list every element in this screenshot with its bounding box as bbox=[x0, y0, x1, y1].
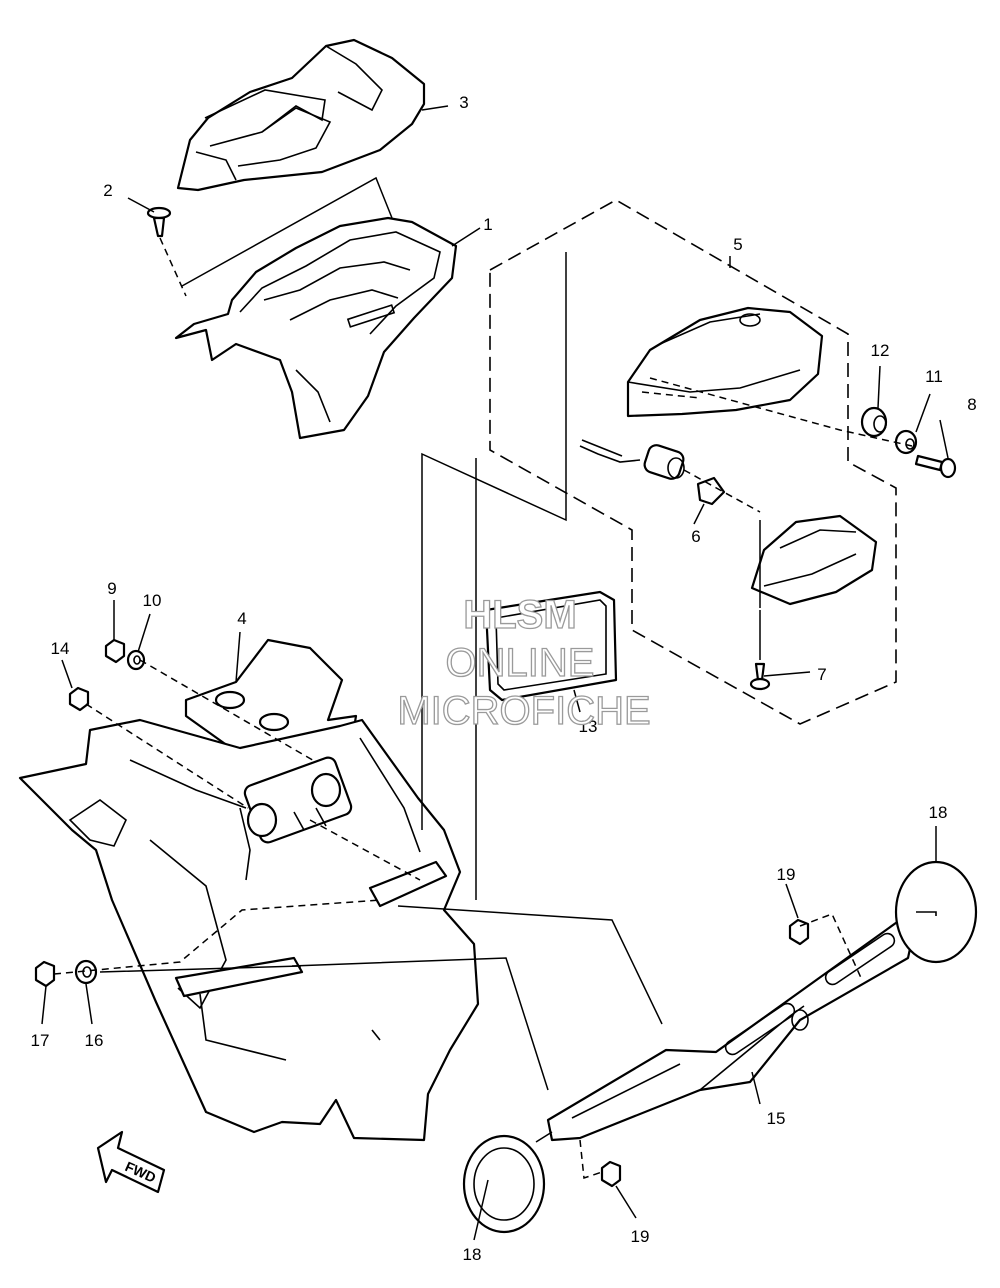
callout-19-left: 19 bbox=[631, 1227, 650, 1246]
part-2-screw bbox=[146, 206, 172, 238]
callout-13: 13 bbox=[579, 717, 598, 736]
part-19-nut-left bbox=[600, 1160, 622, 1188]
callout-3: 3 bbox=[459, 93, 468, 112]
callout-11: 11 bbox=[925, 367, 943, 386]
part-3-cover bbox=[176, 38, 426, 192]
part-18-reflector-left bbox=[462, 1134, 546, 1234]
part-5-flasher-socket bbox=[579, 439, 685, 480]
rear-fender bbox=[18, 718, 480, 1142]
part-5-assembly-boundary bbox=[489, 199, 897, 725]
callout-18-right: 18 bbox=[929, 803, 948, 822]
callout-labels: 3 2 1 5 12 11 8 6 7 9 10 14 4 13 18 19 1… bbox=[31, 93, 977, 1264]
callout-4: 4 bbox=[237, 609, 246, 628]
callout-6: 6 bbox=[691, 527, 700, 546]
assembly-lines bbox=[53, 176, 913, 1180]
part-16-washer bbox=[74, 959, 98, 985]
part-13-reflector bbox=[484, 590, 618, 702]
watermark-line-2: ONLINE bbox=[446, 641, 595, 685]
callout-5: 5 bbox=[733, 235, 742, 254]
callout-19-right: 19 bbox=[777, 865, 796, 884]
part-5-flasher-light-front bbox=[626, 306, 824, 418]
part-17-nut bbox=[34, 960, 56, 988]
callout-1: 1 bbox=[483, 215, 492, 234]
callout-9: 9 bbox=[107, 579, 116, 598]
part-10-washer bbox=[126, 649, 146, 671]
callout-16: 16 bbox=[85, 1031, 104, 1050]
watermark-line-1: HLSM bbox=[463, 593, 576, 637]
callout-leaders bbox=[41, 105, 949, 1241]
part-8-bolt bbox=[914, 454, 957, 479]
part-5-flasher-light-rear bbox=[750, 514, 878, 606]
callout-17: 17 bbox=[31, 1031, 50, 1050]
watermark: HLSM ONLINE MICROFICHE bbox=[397, 592, 652, 733]
watermark-line-3: MICROFICHE bbox=[397, 689, 650, 733]
part-19-nut-right bbox=[788, 918, 810, 946]
callout-14: 14 bbox=[51, 639, 70, 658]
part-11-collar bbox=[894, 429, 918, 455]
part-15-reflector-stay bbox=[546, 918, 916, 1142]
callout-18-left: 18 bbox=[463, 1245, 482, 1264]
part-12-grommet bbox=[860, 406, 888, 438]
callout-10: 10 bbox=[143, 591, 162, 610]
callout-12: 12 bbox=[871, 341, 890, 360]
callout-7: 7 bbox=[817, 665, 826, 684]
part-9-nut bbox=[104, 638, 126, 664]
fwd-arrow: FWD bbox=[96, 1130, 166, 1194]
callout-8: 8 bbox=[967, 395, 976, 414]
callout-2: 2 bbox=[103, 181, 112, 200]
part-6-bulb bbox=[696, 476, 726, 506]
part-1-inner-fender bbox=[174, 216, 458, 440]
callout-15: 15 bbox=[767, 1109, 786, 1128]
part-18-reflector-right bbox=[894, 860, 978, 964]
part-7-screw bbox=[749, 662, 771, 691]
part-14-nut bbox=[68, 686, 90, 712]
